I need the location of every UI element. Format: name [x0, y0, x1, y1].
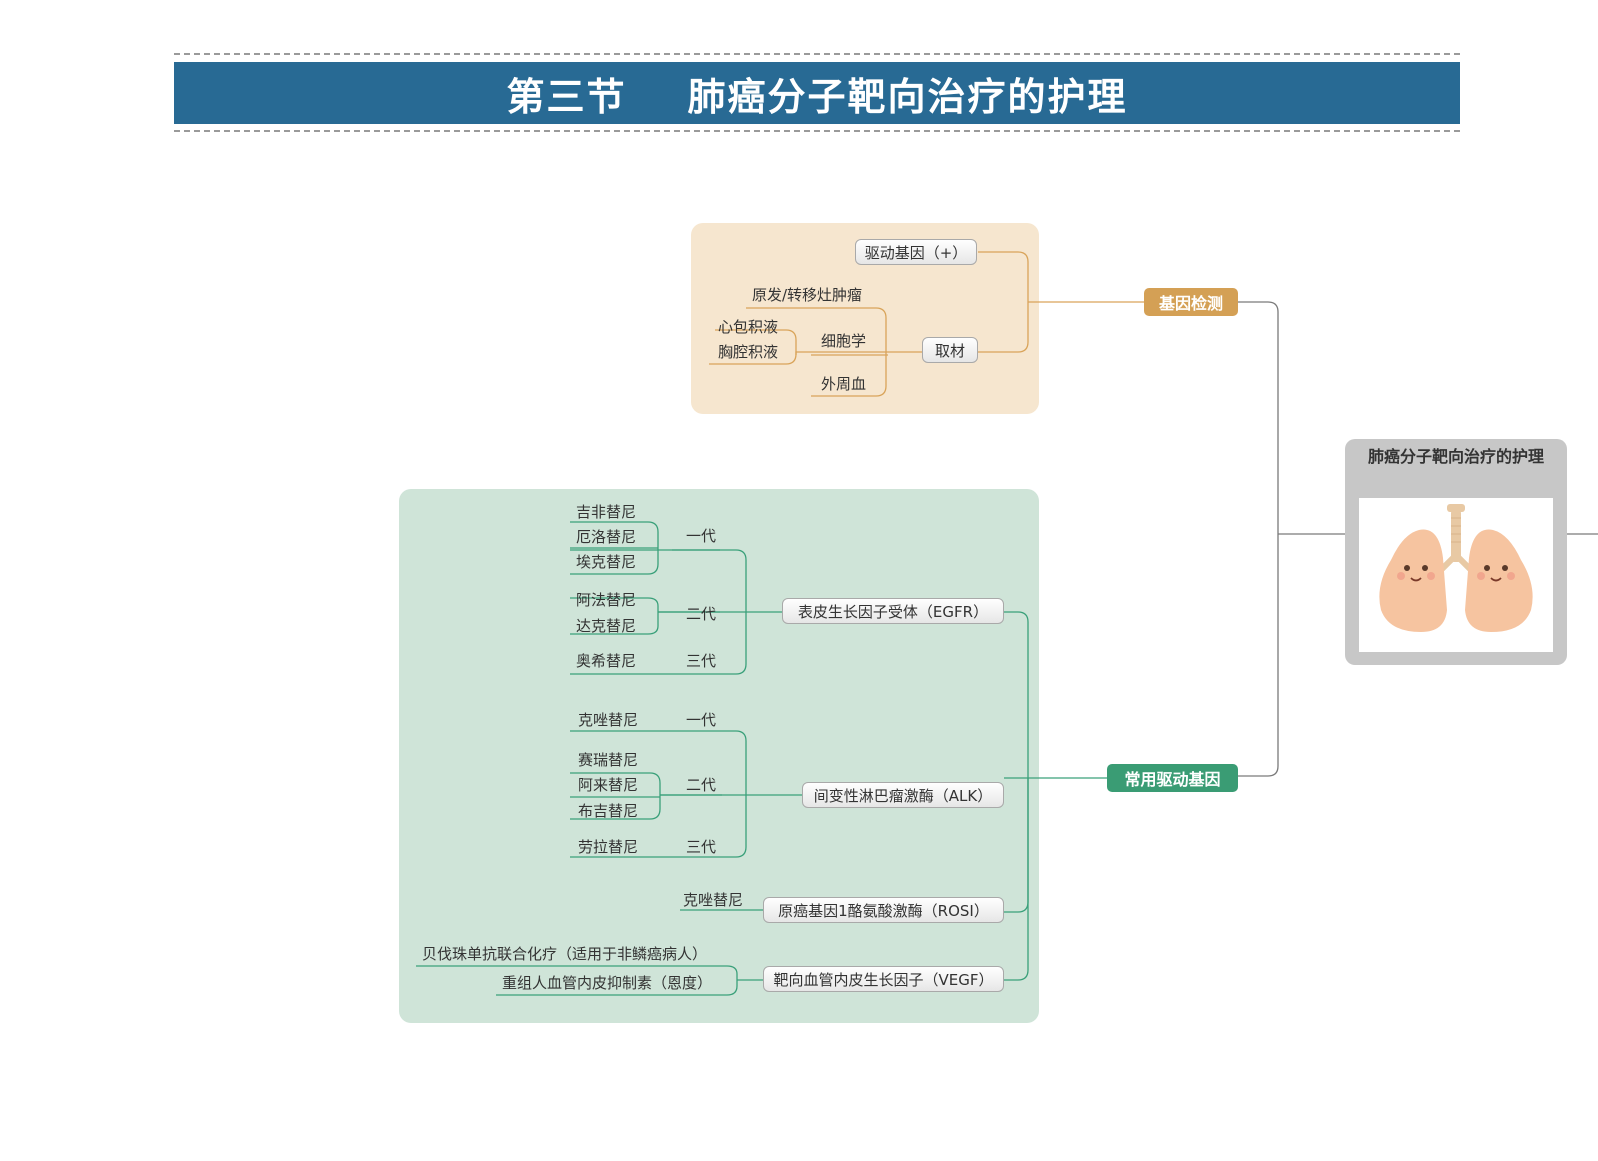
- lungs-icon: [1379, 504, 1533, 632]
- alk-gen2-label: 二代: [686, 776, 717, 794]
- tumor-label: 原发/转移灶肿瘤: [752, 286, 863, 304]
- vegf-drug-endostar: 重组人血管内皮抑制素（恩度）: [502, 974, 713, 992]
- vegf-drug-bevacizumab: 贝伐珠单抗联合化疗（适用于非鳞癌病人）: [422, 945, 708, 963]
- egfr-gen1-label: 一代: [686, 527, 717, 545]
- peripheral-blood-label: 外周血: [821, 375, 867, 393]
- egfr-gen3-label: 三代: [686, 652, 717, 670]
- root-title: 肺癌分子靶向治疗的护理: [1367, 447, 1544, 466]
- alk-drug-brigatinib: 布吉替尼: [578, 802, 639, 820]
- alk-gen3-label: 三代: [686, 838, 717, 856]
- egfr-node[interactable]: 表皮生长因子受体（EGFR）: [782, 598, 1004, 624]
- alk-drug-ceritinib: 赛瑞替尼: [578, 751, 639, 769]
- egfr-drug-erlotinib: 厄洛替尼: [576, 528, 637, 546]
- root-node[interactable]: 肺癌分子靶向治疗的护理: [1345, 439, 1567, 665]
- egfr-drug-icotinib: 埃克替尼: [576, 553, 637, 571]
- driver-gene-positive-node[interactable]: 驱动基因（+）: [855, 239, 977, 265]
- alk-node[interactable]: 间变性淋巴瘤激酶（ALK）: [802, 782, 1004, 808]
- lungs-illustration: [1359, 498, 1553, 652]
- alk-drug-alectinib: 阿来替尼: [578, 776, 639, 794]
- driver-genes-region: [399, 489, 1039, 1023]
- page-title: 第三节 肺癌分子靶向治疗的护理: [174, 62, 1460, 124]
- driver-genes-node[interactable]: 常用驱动基因: [1107, 764, 1238, 792]
- pericardial-effusion-label: 心包积液: [718, 318, 779, 336]
- vegf-node[interactable]: 靶向血管内皮生长因子（VEGF）: [763, 966, 1004, 992]
- sampling-node[interactable]: 取材: [922, 337, 978, 363]
- cytology-label: 细胞学: [821, 332, 867, 350]
- title-top-divider: [174, 53, 1460, 55]
- pleural-effusion-label: 胸腔积液: [718, 343, 779, 361]
- egfr-drug-gefitinib: 吉非替尼: [576, 503, 637, 521]
- egfr-gen2-label: 二代: [686, 605, 717, 623]
- egfr-drug-dacomitinib: 达克替尼: [576, 617, 637, 635]
- egfr-drug-osimertinib: 奥希替尼: [576, 652, 637, 670]
- egfr-drug-afatinib: 阿法替尼: [576, 591, 637, 609]
- alk-drug-lorlatinib: 劳拉替尼: [578, 838, 639, 856]
- alk-gen1-label: 一代: [686, 711, 717, 729]
- title-bottom-divider: [174, 130, 1460, 132]
- gene-detection-node[interactable]: 基因检测: [1144, 288, 1238, 316]
- ros1-drug-crizotinib: 克唑替尼: [683, 891, 744, 909]
- ros1-node[interactable]: 原癌基因1酪氨酸激酶（ROSI）: [763, 897, 1004, 923]
- alk-drug-crizotinib: 克唑替尼: [578, 711, 639, 729]
